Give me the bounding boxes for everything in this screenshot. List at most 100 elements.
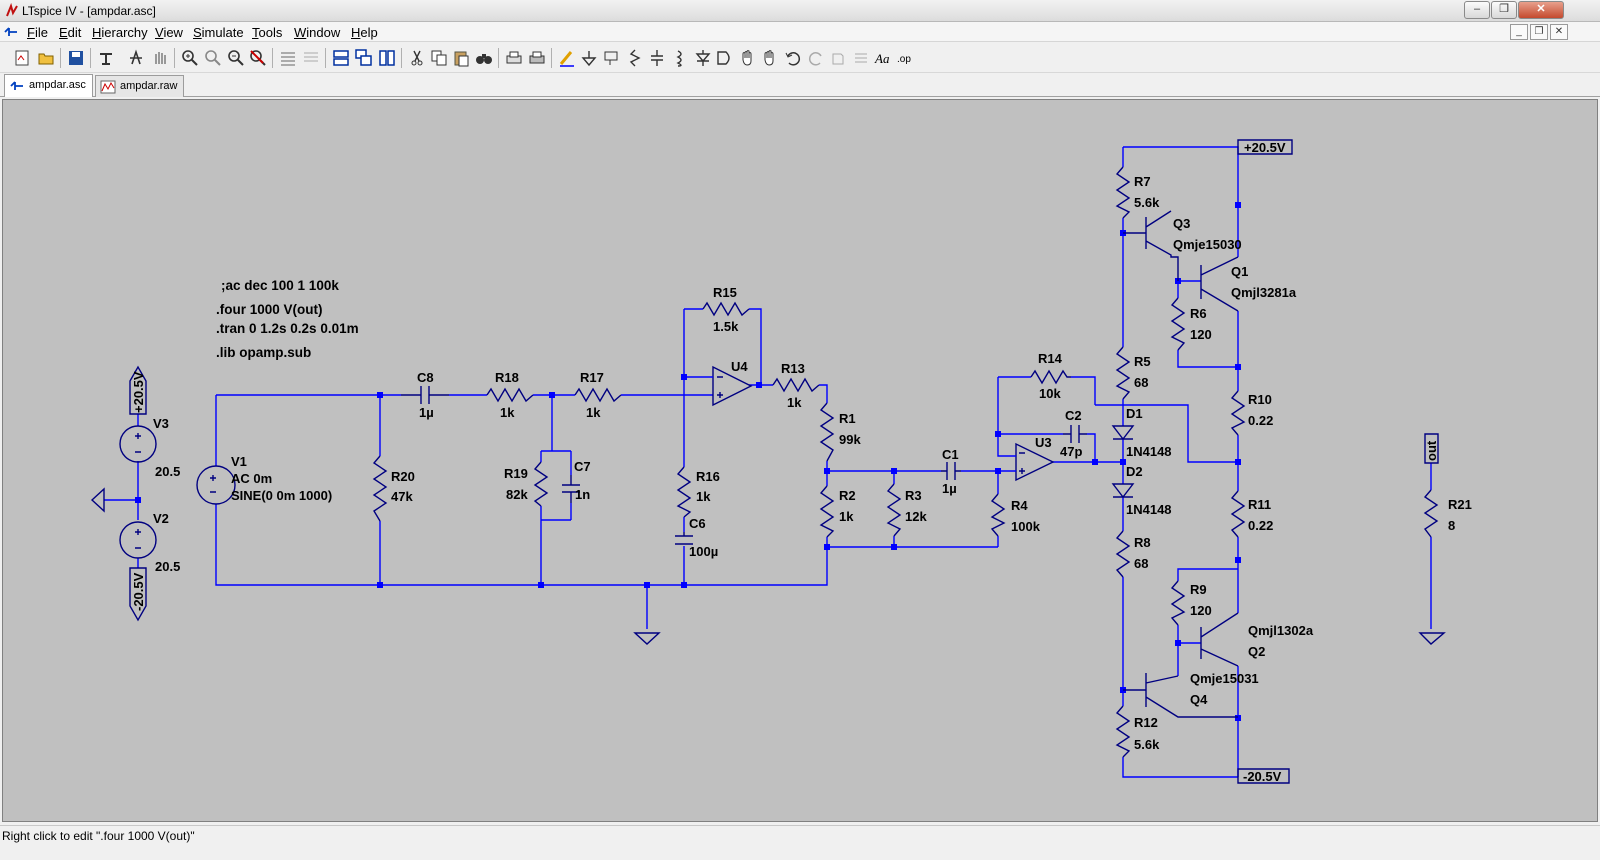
label-R10-value[interactable]: 0.22 xyxy=(1248,413,1273,428)
label-Q2-model[interactable]: Qmjl1302a xyxy=(1248,623,1314,638)
zoom-in-icon[interactable] xyxy=(180,48,200,68)
schematic-drawing[interactable]: ;ac dec 100 1 100k .four 1000 V(out) .tr… xyxy=(3,100,1598,822)
tile-horizontal-icon[interactable] xyxy=(331,48,351,68)
component-labels[interactable]: V1 AC 0m SINE(0 0m 1000) V3 20.5 V2 20.5… xyxy=(153,174,1472,752)
label-Q4-model[interactable]: Qmje15031 xyxy=(1190,671,1259,686)
menu-simulate[interactable]: Simulate xyxy=(193,25,244,40)
label-C7-name[interactable]: C7 xyxy=(574,459,591,474)
menu-help[interactable]: Help xyxy=(351,25,378,40)
label-R11-value[interactable]: 0.22 xyxy=(1248,518,1273,533)
label-R18-name[interactable]: R18 xyxy=(495,370,519,385)
tab-schematic[interactable]: ampdar.asc xyxy=(4,74,93,97)
zoom-out-icon[interactable] xyxy=(226,48,246,68)
mdi-close-icon[interactable]: ✕ xyxy=(1550,24,1568,40)
label-R5-value[interactable]: 68 xyxy=(1134,375,1148,390)
control-panel-icon[interactable] xyxy=(96,48,116,68)
spice-directive-icon[interactable]: .op xyxy=(896,48,916,68)
net-label-texts[interactable]: +20.5V -20.5V out +20.5V -20.5V xyxy=(131,140,1439,784)
menu-view[interactable]: View xyxy=(155,25,183,40)
label-C1-value[interactable]: 1µ xyxy=(942,481,957,496)
label-V2-name[interactable]: V2 xyxy=(153,511,169,526)
inductor-icon[interactable] xyxy=(670,48,690,68)
menu-edit[interactable]: Edit xyxy=(59,25,82,40)
label-R3-name[interactable]: R3 xyxy=(905,488,922,503)
diode-icon[interactable] xyxy=(693,48,713,68)
run-icon[interactable] xyxy=(126,48,146,68)
label-C2-value[interactable]: 47p xyxy=(1060,444,1082,459)
label-V1-line1[interactable]: AC 0m xyxy=(231,471,272,486)
label-C2-name[interactable]: C2 xyxy=(1065,408,1082,423)
label-R2-name[interactable]: R2 xyxy=(839,488,856,503)
label-R7-value[interactable]: 5.6k xyxy=(1134,195,1160,210)
directive-lib[interactable]: .lib opamp.sub xyxy=(216,345,311,360)
label-R9-name[interactable]: R9 xyxy=(1190,582,1207,597)
label-R19-name[interactable]: R19 xyxy=(504,466,528,481)
print-setup-icon[interactable] xyxy=(504,48,524,68)
component-icon[interactable] xyxy=(715,48,735,68)
move-icon[interactable] xyxy=(738,48,758,68)
label-V1-name[interactable]: V1 xyxy=(231,454,247,469)
label-R12-name[interactable]: R12 xyxy=(1134,715,1158,730)
label-R12-value[interactable]: 5.6k xyxy=(1134,737,1160,752)
label-R10-name[interactable]: R10 xyxy=(1248,392,1272,407)
restore-icon[interactable]: ❐ xyxy=(1491,1,1517,19)
new-schematic-icon[interactable] xyxy=(12,48,32,68)
label-R8-value[interactable]: 68 xyxy=(1134,556,1148,571)
paste-icon[interactable] xyxy=(451,48,471,68)
text-icon[interactable]: Aa xyxy=(873,48,893,68)
label-R21-name[interactable]: R21 xyxy=(1448,497,1472,512)
label-R1-value[interactable]: 99k xyxy=(839,432,861,447)
label-R15-value[interactable]: 1.5k xyxy=(713,319,739,334)
cascade-icon[interactable] xyxy=(354,48,374,68)
label-U4-name[interactable]: U4 xyxy=(731,359,748,374)
undo-icon[interactable] xyxy=(783,48,803,68)
netlabel-out-text[interactable]: out xyxy=(1424,440,1439,461)
spice-directives[interactable]: ;ac dec 100 1 100k .four 1000 V(out) .tr… xyxy=(216,278,359,360)
print-icon[interactable] xyxy=(527,48,547,68)
label-R2-value[interactable]: 1k xyxy=(839,509,854,524)
label-R15-name[interactable]: R15 xyxy=(713,285,737,300)
directive-ac[interactable]: ;ac dec 100 1 100k xyxy=(221,278,339,293)
label-R14-name[interactable]: R14 xyxy=(1038,351,1063,366)
label-R1-name[interactable]: R1 xyxy=(839,411,856,426)
drag-icon[interactable] xyxy=(760,48,780,68)
label-Q3-name[interactable]: Q3 xyxy=(1173,216,1190,231)
ground-icon[interactable] xyxy=(579,48,599,68)
label-V3-name[interactable]: V3 xyxy=(153,416,169,431)
halt-icon[interactable] xyxy=(150,48,170,68)
label-R5-name[interactable]: R5 xyxy=(1134,354,1151,369)
directive-four[interactable]: .four 1000 V(out) xyxy=(216,302,323,317)
label-C7-value[interactable]: 1n xyxy=(575,487,590,502)
netlabel-pos-rail-text[interactable]: +20.5V xyxy=(1244,140,1286,155)
mdi-restore-icon[interactable]: ❐ xyxy=(1530,24,1548,40)
draw-wire-icon[interactable] xyxy=(557,48,577,68)
label-D1-name[interactable]: D1 xyxy=(1126,406,1143,421)
label-R13-value[interactable]: 1k xyxy=(787,395,802,410)
label-V3-value[interactable]: 20.5 xyxy=(155,464,180,479)
label-R8-name[interactable]: R8 xyxy=(1134,535,1151,550)
redo-icon[interactable] xyxy=(806,48,826,68)
zoom-cancel-icon[interactable] xyxy=(248,48,268,68)
label-D2-name[interactable]: D2 xyxy=(1126,464,1143,479)
label-Q2-name[interactable]: Q2 xyxy=(1248,644,1265,659)
zoom-pan-icon[interactable] xyxy=(203,48,223,68)
label-R7-name[interactable]: R7 xyxy=(1134,174,1151,189)
label-R21-value[interactable]: 8 xyxy=(1448,518,1455,533)
open-icon[interactable] xyxy=(36,48,56,68)
tab-waveform[interactable]: ampdar.raw xyxy=(95,75,185,97)
label-C8-value[interactable]: 1µ xyxy=(419,405,434,420)
label-R13-name[interactable]: R13 xyxy=(781,361,805,376)
directive-tran[interactable]: .tran 0 1.2s 0.2s 0.01m xyxy=(216,321,359,336)
label-C6-value[interactable]: 100µ xyxy=(689,544,718,559)
menu-tools[interactable]: Tools xyxy=(252,25,283,40)
menu-file[interactable]: File xyxy=(27,25,48,40)
label-R9-value[interactable]: 120 xyxy=(1190,603,1212,618)
label-C1-name[interactable]: C1 xyxy=(942,447,959,462)
minimize-icon[interactable]: – xyxy=(1464,1,1490,19)
label-R16-name[interactable]: R16 xyxy=(696,469,720,484)
schematic-canvas[interactable]: ;ac dec 100 1 100k .four 1000 V(out) .tr… xyxy=(2,99,1598,822)
label-R18-value[interactable]: 1k xyxy=(500,405,515,420)
schematic-doc-icon[interactable] xyxy=(3,24,19,40)
label-R17-value[interactable]: 1k xyxy=(586,405,601,420)
autorange-icon[interactable] xyxy=(278,48,298,68)
